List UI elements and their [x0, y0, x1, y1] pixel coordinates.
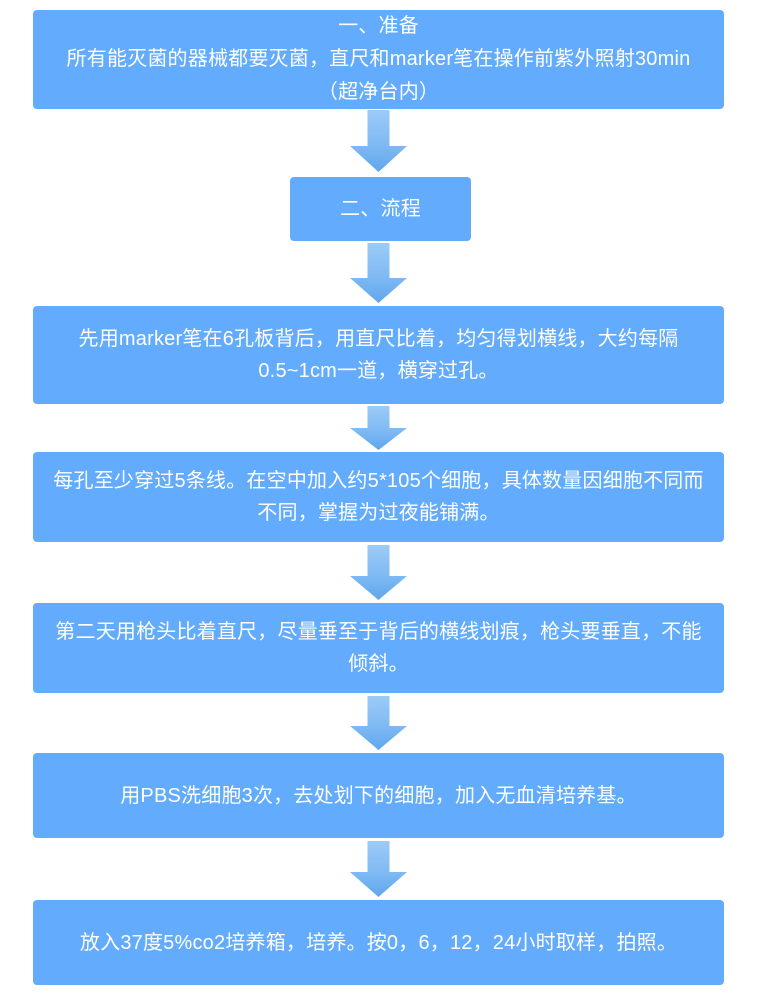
down-arrow-icon	[350, 841, 407, 897]
flow-node-label: 放入37度5%co2培养箱，培养。按0，6，12，24小时取样，拍照。	[79, 931, 678, 954]
flow-node-label: 用PBS洗细胞3次，去处划下的细胞，加入无血清培养基。	[120, 784, 637, 807]
flow-node-label: 一、准备 所有能灭菌的器械都要灭菌，直尺和marker笔在操作前紫外照射30mi…	[66, 15, 691, 103]
flow-node-wash-pbs[interactable]: 用PBS洗细胞3次，去处划下的细胞，加入无血清培养基。	[33, 753, 724, 838]
down-arrow-icon	[350, 406, 407, 450]
down-arrow-icon	[350, 110, 407, 172]
flow-node-incubate[interactable]: 放入37度5%co2培养箱，培养。按0，6，12，24小时取样，拍照。	[33, 900, 724, 985]
flow-node-preparation[interactable]: 一、准备 所有能灭菌的器械都要灭菌，直尺和marker笔在操作前紫外照射30mi…	[33, 10, 724, 109]
flow-node-draw-lines[interactable]: 先用marker笔在6孔板背后，用直尺比着，均匀得划横线，大约每隔0.5~1cm…	[33, 306, 724, 404]
flow-node-label: 先用marker笔在6孔板背后，用直尺比着，均匀得划横线，大约每隔0.5~1cm…	[78, 328, 679, 382]
flow-node-procedure[interactable]: 二、流程	[290, 177, 471, 241]
down-arrow-icon	[350, 696, 407, 750]
flow-node-seed-cells[interactable]: 每孔至少穿过5条线。在空中加入约5*105个细胞，具体数量因细胞不同而不同，掌握…	[33, 452, 724, 542]
down-arrow-icon	[350, 243, 407, 303]
flow-node-label: 每孔至少穿过5条线。在空中加入约5*105个细胞，具体数量因细胞不同而不同，掌握…	[53, 470, 704, 524]
flow-node-scratch[interactable]: 第二天用枪头比着直尺，尽量垂至于背后的横线划痕，枪头要垂直，不能倾斜。	[33, 603, 724, 693]
down-arrow-icon	[350, 545, 407, 600]
flow-node-label: 第二天用枪头比着直尺，尽量垂至于背后的横线划痕，枪头要垂直，不能倾斜。	[55, 621, 702, 675]
flow-node-label: 二、流程	[340, 198, 421, 220]
